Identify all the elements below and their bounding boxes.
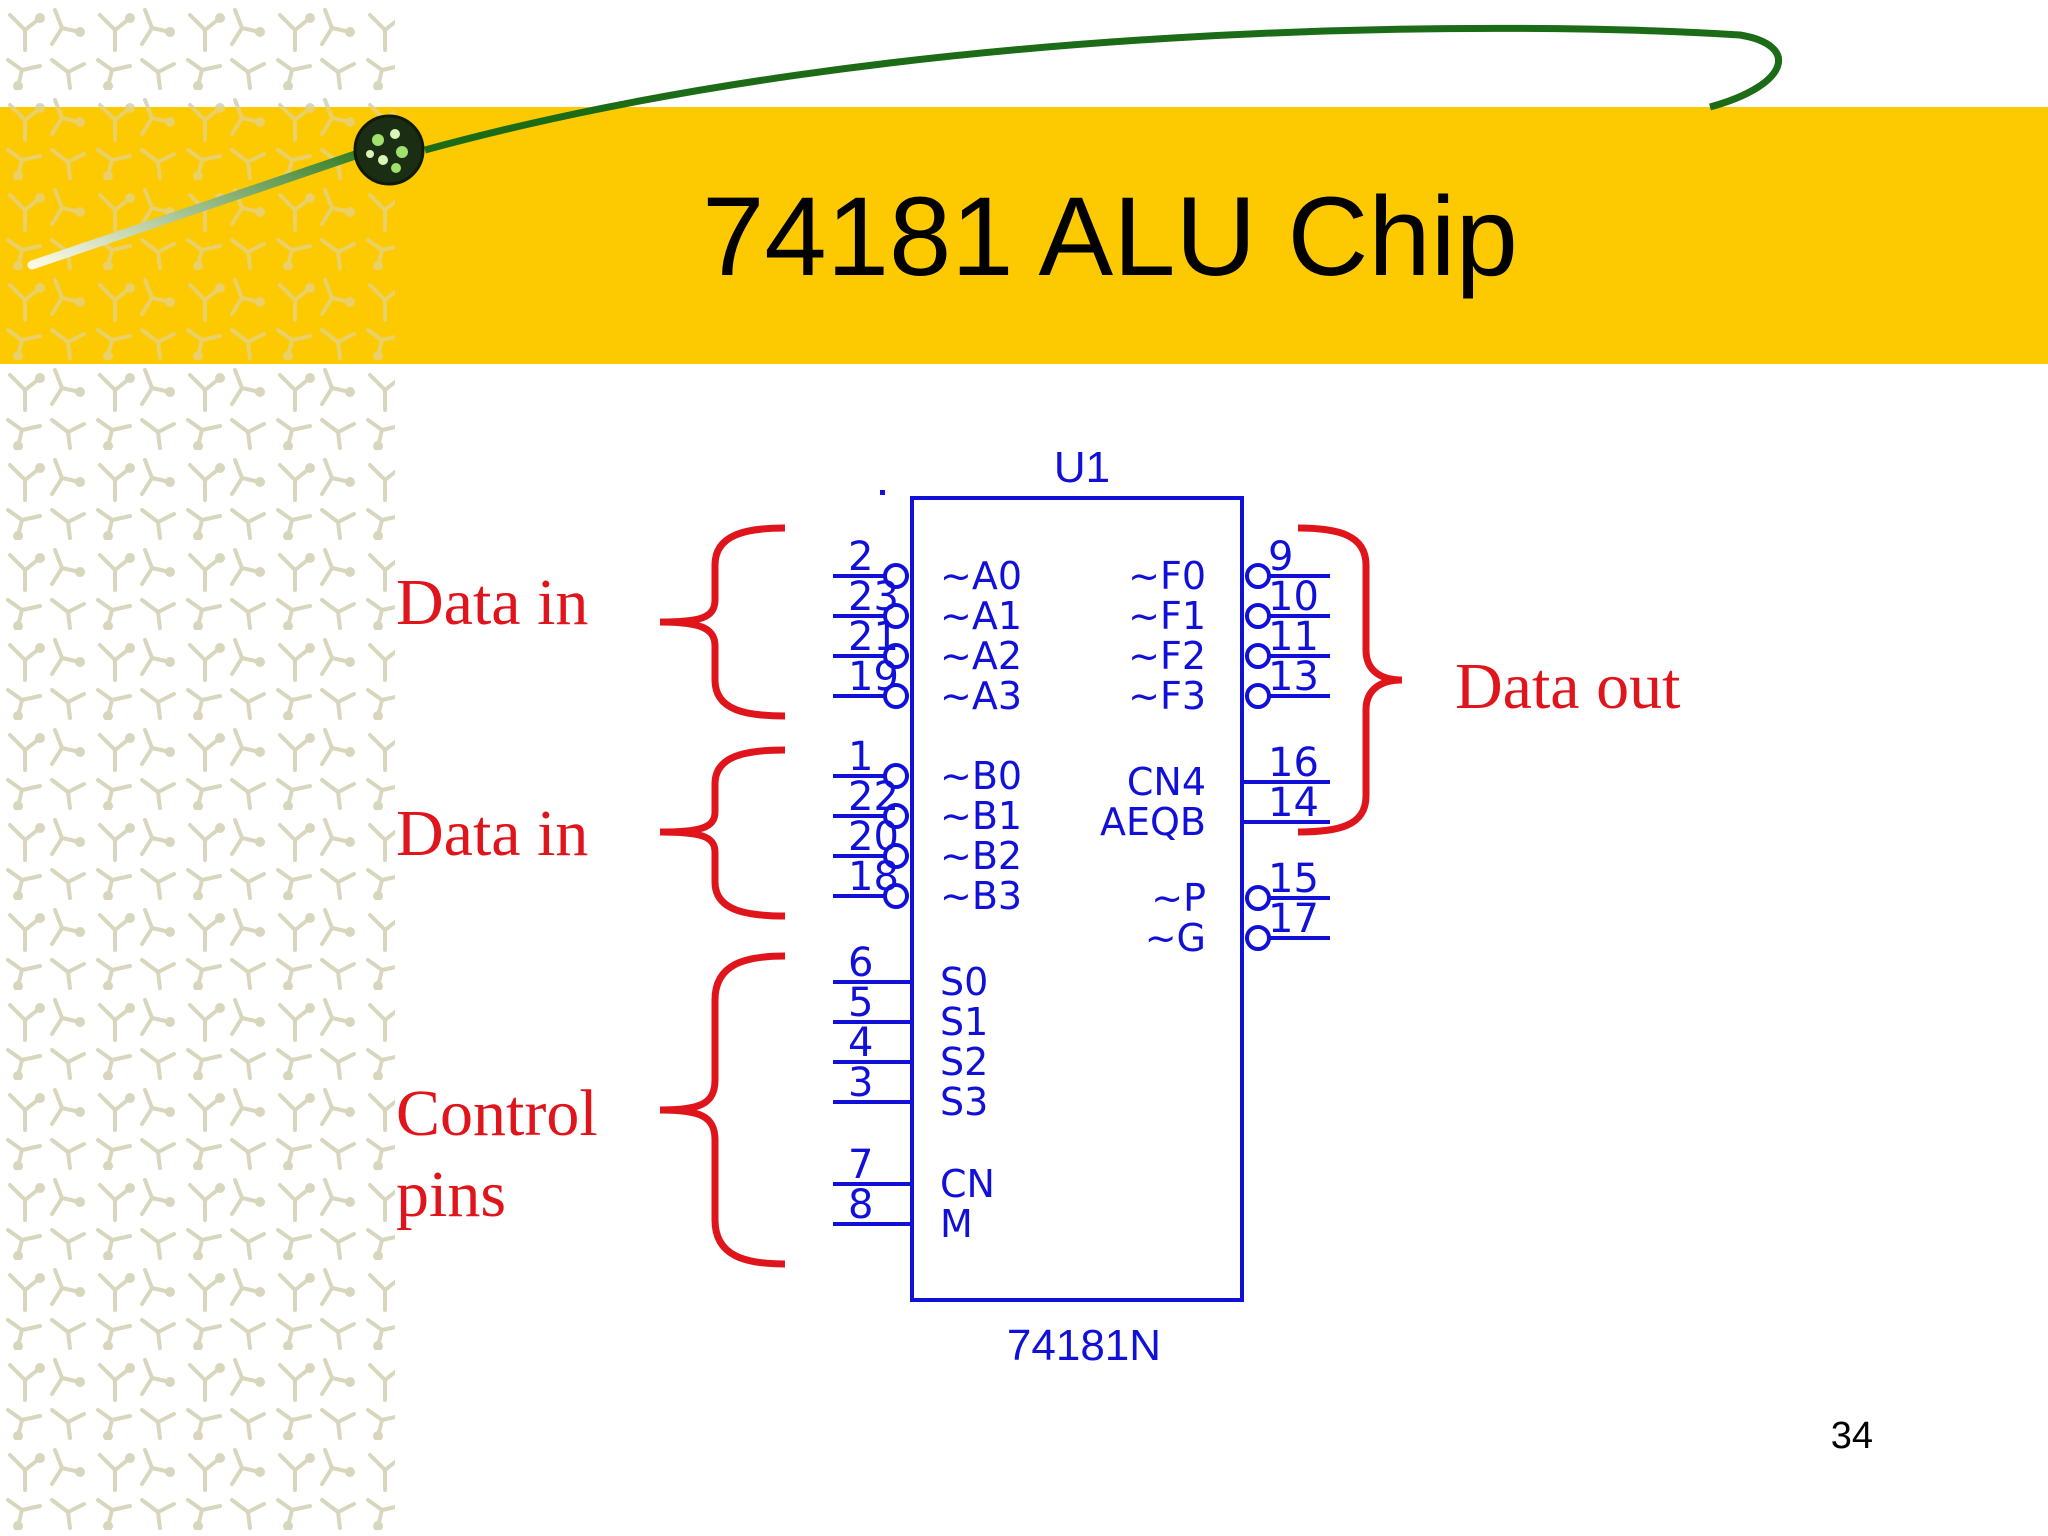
pin-number-left: 22 [848,774,899,820]
brace-data-out [1297,524,1403,836]
inversion-bubble [1245,603,1271,629]
pin-number-right: 15 [1268,856,1319,902]
pin-number-left: 18 [848,854,899,900]
right-pin-group: 9 ~F0 10 ~F1 11 ~F2 13 ~F3 16 CN4 14 AEQB 15 ~P 17 ~G [1100,534,1330,960]
label-data-in-a: Data in [396,566,588,639]
brace-data-in-b [659,746,786,920]
pin-label-right: ~F3 [1128,674,1206,718]
pin-number-right: 10 [1268,574,1319,620]
pin-number-right: 14 [1268,780,1319,826]
brace-control-pins [659,952,786,1268]
pin-label-left: ~A2 [940,634,1022,678]
pin-number-left: 3 [848,1060,873,1106]
inversion-bubble [1245,643,1271,669]
label-data-out: Data out [1455,650,1680,723]
pin-number-left: 21 [848,614,899,660]
banner-pattern-overlay [0,107,395,364]
pin-number-right: 16 [1268,740,1319,786]
chip-ref-label: U1 [1054,443,1110,492]
pin-number-right: 17 [1268,896,1319,942]
molecule-ball-icon [353,114,425,186]
pin-label-right: CN4 [1127,760,1206,804]
inversion-bubble [1245,563,1271,589]
pin-label-right: ~G [1145,916,1206,960]
pin-label-left: ~B0 [940,754,1022,798]
pin-label-left: S1 [940,1000,988,1044]
pin-label-left: M [940,1202,973,1246]
pin-label-left: ~A0 [940,554,1022,598]
inversion-bubble [883,683,909,709]
inversion-bubble [883,803,909,829]
slide-title: 74181 ALU Chip [702,174,1518,299]
annotations: Data in Data in Control pins Data out [396,524,1680,1268]
page-number: 34 [1831,1415,1873,1457]
pin-number-left: 23 [848,574,899,620]
label-data-in-b: Data in [396,797,588,870]
pin-label-left: ~B3 [940,874,1022,918]
pin-number-right: 11 [1268,614,1319,660]
pin-label-left: S3 [940,1080,988,1124]
pin-label-left: ~B1 [940,794,1022,838]
pin-number-left: 7 [848,1142,873,1188]
pin-label-right: ~F2 [1128,634,1206,678]
inversion-bubble [883,563,909,589]
swoosh-tail [27,145,375,270]
pin-number-left: 20 [848,814,899,860]
inversion-bubble [883,883,909,909]
pin-number-left: 19 [848,654,899,700]
inversion-bubble [1245,925,1271,951]
inversion-bubble [883,603,909,629]
pin-label-left: S2 [940,1040,988,1084]
inversion-bubble [1245,885,1271,911]
pin-number-left: 6 [848,940,873,986]
pin-number-left: 8 [848,1182,873,1228]
inversion-bubble [883,843,909,869]
pin-label-left: ~A1 [940,594,1022,638]
pin-label-right: ~F1 [1128,594,1206,638]
brace-data-in-a [659,524,786,720]
label-control-line2: pins [396,1158,506,1231]
pin-number-left: 1 [848,734,873,780]
pin-label-right: ~F0 [1128,554,1206,598]
pin-label-right: ~P [1151,876,1206,920]
inversion-bubble [883,643,909,669]
pin-label-left: ~A3 [940,674,1022,718]
pin-label-left: ~B2 [940,834,1022,878]
chip-schematic: U1 74181N 2 ~A0 23 ~A1 21 ~A2 19 ~A3 1 ~B0 22 ~B1 20… [833,443,1330,1370]
pin-number-right: 9 [1268,534,1293,580]
pin-number-left: 2 [848,534,873,580]
pin-label-left: CN [940,1162,995,1206]
label-control-line1: Control [396,1077,598,1150]
dot-marker [880,490,885,495]
pin-number-right: 13 [1268,654,1319,700]
pin-number-left: 5 [848,980,873,1026]
pin-number-left: 4 [848,1020,873,1066]
swoosh-arc [424,24,1783,154]
inversion-bubble [1245,683,1271,709]
chip-body [910,496,1244,1302]
chip-part-label: 74181N [1007,1321,1161,1370]
pin-label-right: AEQB [1100,800,1206,844]
pin-label-left: S0 [940,960,988,1004]
inversion-bubble [883,763,909,789]
